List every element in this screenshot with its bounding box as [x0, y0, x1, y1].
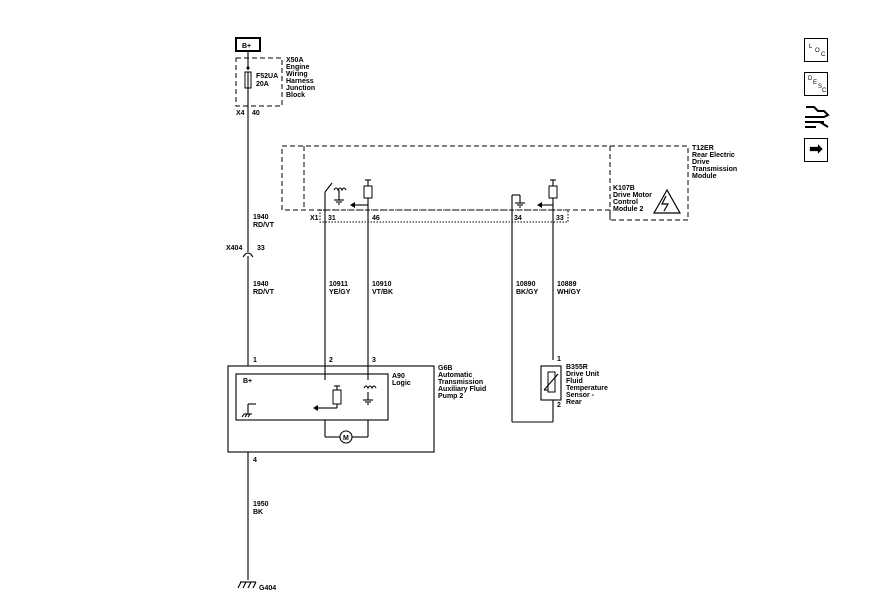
motor-label: M	[343, 435, 349, 442]
fuse-rating: 20A	[256, 81, 269, 88]
logic-outline	[235, 373, 389, 421]
wire-3-color: YE/GY	[329, 289, 351, 296]
sensor-id: B355R	[566, 364, 588, 371]
submodule-name-0: Drive Motor	[613, 192, 652, 199]
pump-id: G6B	[438, 365, 452, 372]
wire-3-num: 10911	[329, 281, 348, 288]
loc-letter-c: C	[821, 52, 826, 58]
wire-2-num: 1940	[253, 281, 269, 288]
sensor-name-4: Rear	[566, 399, 582, 406]
pump-pin-3: 3	[372, 357, 376, 364]
description-button[interactable]: D E S C	[804, 72, 828, 96]
sensor-name-1: Fluid	[566, 378, 583, 385]
junction-conn-pin: 40	[252, 110, 260, 117]
fuse-id: F52UA	[256, 73, 278, 80]
loc-letter-o: O	[815, 48, 820, 54]
pump-name-1: Transmission	[438, 379, 483, 386]
module-pin-31: 31	[328, 215, 336, 222]
module-name-2: Transmission	[692, 166, 737, 173]
power-source-label: B+	[242, 43, 251, 50]
sensor-name-0: Drive Unit	[566, 371, 600, 378]
module-name-0: Rear Electric	[692, 152, 735, 159]
wire-5-color: BK/GY	[516, 289, 539, 296]
wire-2-color: RD/VT	[253, 289, 275, 296]
wire-7-num: 1950	[253, 501, 269, 508]
ground-id: G404	[259, 585, 276, 592]
pump-name-2: Auxiliary Fluid	[438, 386, 486, 393]
junction-name-0: Engine	[286, 64, 309, 71]
module-outline	[281, 145, 689, 221]
pump-pin-4: 4	[253, 457, 257, 464]
sensor-pin-2: 2	[557, 402, 561, 409]
junction-name-2: Harness	[286, 78, 314, 85]
next-arrow-button[interactable]: ➡	[804, 138, 828, 162]
wire-6-color: WH/GY	[557, 289, 581, 296]
splice-id: X404	[226, 245, 242, 252]
module-pin-46: 46	[372, 215, 380, 222]
pump-bplus: B+	[243, 378, 252, 385]
junction-name-4: Block	[286, 92, 305, 99]
module-name-3: Module	[692, 173, 717, 180]
wire-1-color: RD/VT	[253, 222, 275, 229]
junction-name-1: Wiring	[286, 71, 308, 78]
sensor-pin-1: 1	[557, 356, 561, 363]
pump-name-0: Automatic	[438, 372, 472, 379]
junction-id: X50A	[286, 57, 304, 64]
wire-7-color: BK	[253, 509, 263, 516]
pump-pin-2: 2	[329, 357, 333, 364]
pump-name-3: Pump 2	[438, 393, 463, 400]
submodule-name-2: Module 2	[613, 206, 643, 213]
module-conn-id: X1	[310, 215, 319, 222]
submodule-name-1: Control	[613, 199, 638, 206]
arrow-right-icon: ➡	[809, 141, 823, 158]
splice-connector	[242, 252, 254, 258]
connector-plug-icon	[805, 106, 830, 128]
pump-pin-1: 1	[253, 357, 257, 364]
sensor-name-2: Temperature	[566, 385, 608, 392]
motor-icon	[339, 430, 353, 444]
pump-outline	[227, 365, 435, 453]
submodule-id: K107B	[613, 185, 635, 192]
wire-4-num: 10910	[372, 281, 392, 288]
desc-letter-e: E	[813, 80, 818, 86]
desc-letter-c: C	[822, 88, 827, 94]
sensor-name-3: Sensor -	[566, 392, 595, 399]
junction-conn-id: X4	[236, 110, 245, 117]
high-voltage-warning-icon	[652, 188, 682, 214]
connector-view-button[interactable]	[802, 103, 832, 131]
module-name-1: Drive	[692, 159, 710, 166]
wire-1-num: 1940	[253, 214, 269, 221]
wire-6-num: 10889	[557, 281, 577, 288]
logic-name: Logic	[392, 380, 411, 387]
desc-letter-d: D	[808, 76, 813, 82]
wire-4-color: VT/BK	[372, 289, 393, 296]
module-pin-33: 33	[556, 215, 564, 222]
splice-pin: 33	[257, 245, 265, 252]
module-id: T12ER	[692, 145, 714, 152]
module-connector-outline	[319, 209, 569, 223]
junction-name-3: Junction	[286, 85, 315, 92]
desc-letter-s: S	[818, 84, 823, 90]
wire-5-num: 10890	[516, 281, 536, 288]
module-pin-34: 34	[514, 215, 522, 222]
location-button[interactable]: L O C	[804, 38, 828, 62]
junction-block-outline	[235, 57, 283, 107]
loc-letter-l: L	[809, 44, 813, 50]
logic-id: A90	[392, 373, 405, 380]
